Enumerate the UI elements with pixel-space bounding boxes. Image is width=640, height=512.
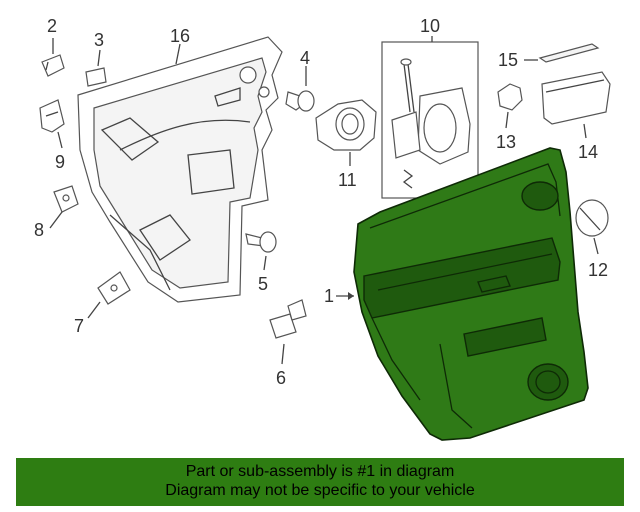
callout-9: 9 [55, 152, 65, 172]
callout-1: 1 [324, 286, 334, 306]
callout-12: 12 [588, 260, 608, 280]
part-15-strip[interactable] [538, 43, 600, 63]
part-2-clip[interactable] [41, 54, 65, 77]
callout-2: 2 [47, 16, 57, 36]
part-1-door-trim-panel[interactable] [353, 147, 589, 441]
part-10-handle-kit[interactable] [381, 41, 479, 199]
part-13-cap[interactable] [497, 83, 523, 111]
callout-8: 8 [34, 220, 44, 240]
notice-line-2: Diagram may not be specific to your vehi… [165, 482, 475, 499]
callout-6: 6 [276, 368, 286, 388]
part-14-pocket[interactable] [541, 71, 611, 125]
callout-10: 10 [420, 16, 440, 36]
part-9-bracket[interactable] [39, 99, 65, 133]
part-8-clip[interactable] [53, 185, 79, 213]
callout-7: 7 [74, 316, 84, 336]
callout-11: 11 [338, 170, 357, 190]
callout-13: 13 [496, 132, 516, 152]
callout-5: 5 [258, 274, 268, 294]
callout-3: 3 [94, 30, 104, 50]
part-4-fastener[interactable] [285, 90, 315, 112]
part-7-clip[interactable] [97, 271, 131, 305]
part-12-cover[interactable] [575, 199, 609, 237]
part-6-fastener[interactable] [269, 299, 307, 339]
callout-4: 4 [300, 48, 310, 68]
leader-lines [49, 36, 599, 365]
callout-15: 15 [498, 50, 518, 70]
callout-14: 14 [578, 142, 598, 162]
part-3-clip[interactable] [85, 67, 107, 87]
parts-diagram: 1 2 3 4 5 6 7 8 9 10 11 12 13 14 15 16 [34, 16, 611, 441]
notice-banner: Part or sub-assembly is #1 in diagram Di… [16, 458, 624, 506]
callout-labels: 1 2 3 4 5 6 7 8 9 10 11 12 13 14 15 16 [34, 16, 608, 388]
part-16-inner-panel[interactable] [77, 36, 283, 303]
callout-16: 16 [170, 26, 190, 46]
notice-line-1: Part or sub-assembly is #1 in diagram [185, 463, 455, 480]
part-5-fastener[interactable] [245, 231, 277, 253]
part-11-speaker[interactable] [315, 99, 377, 151]
